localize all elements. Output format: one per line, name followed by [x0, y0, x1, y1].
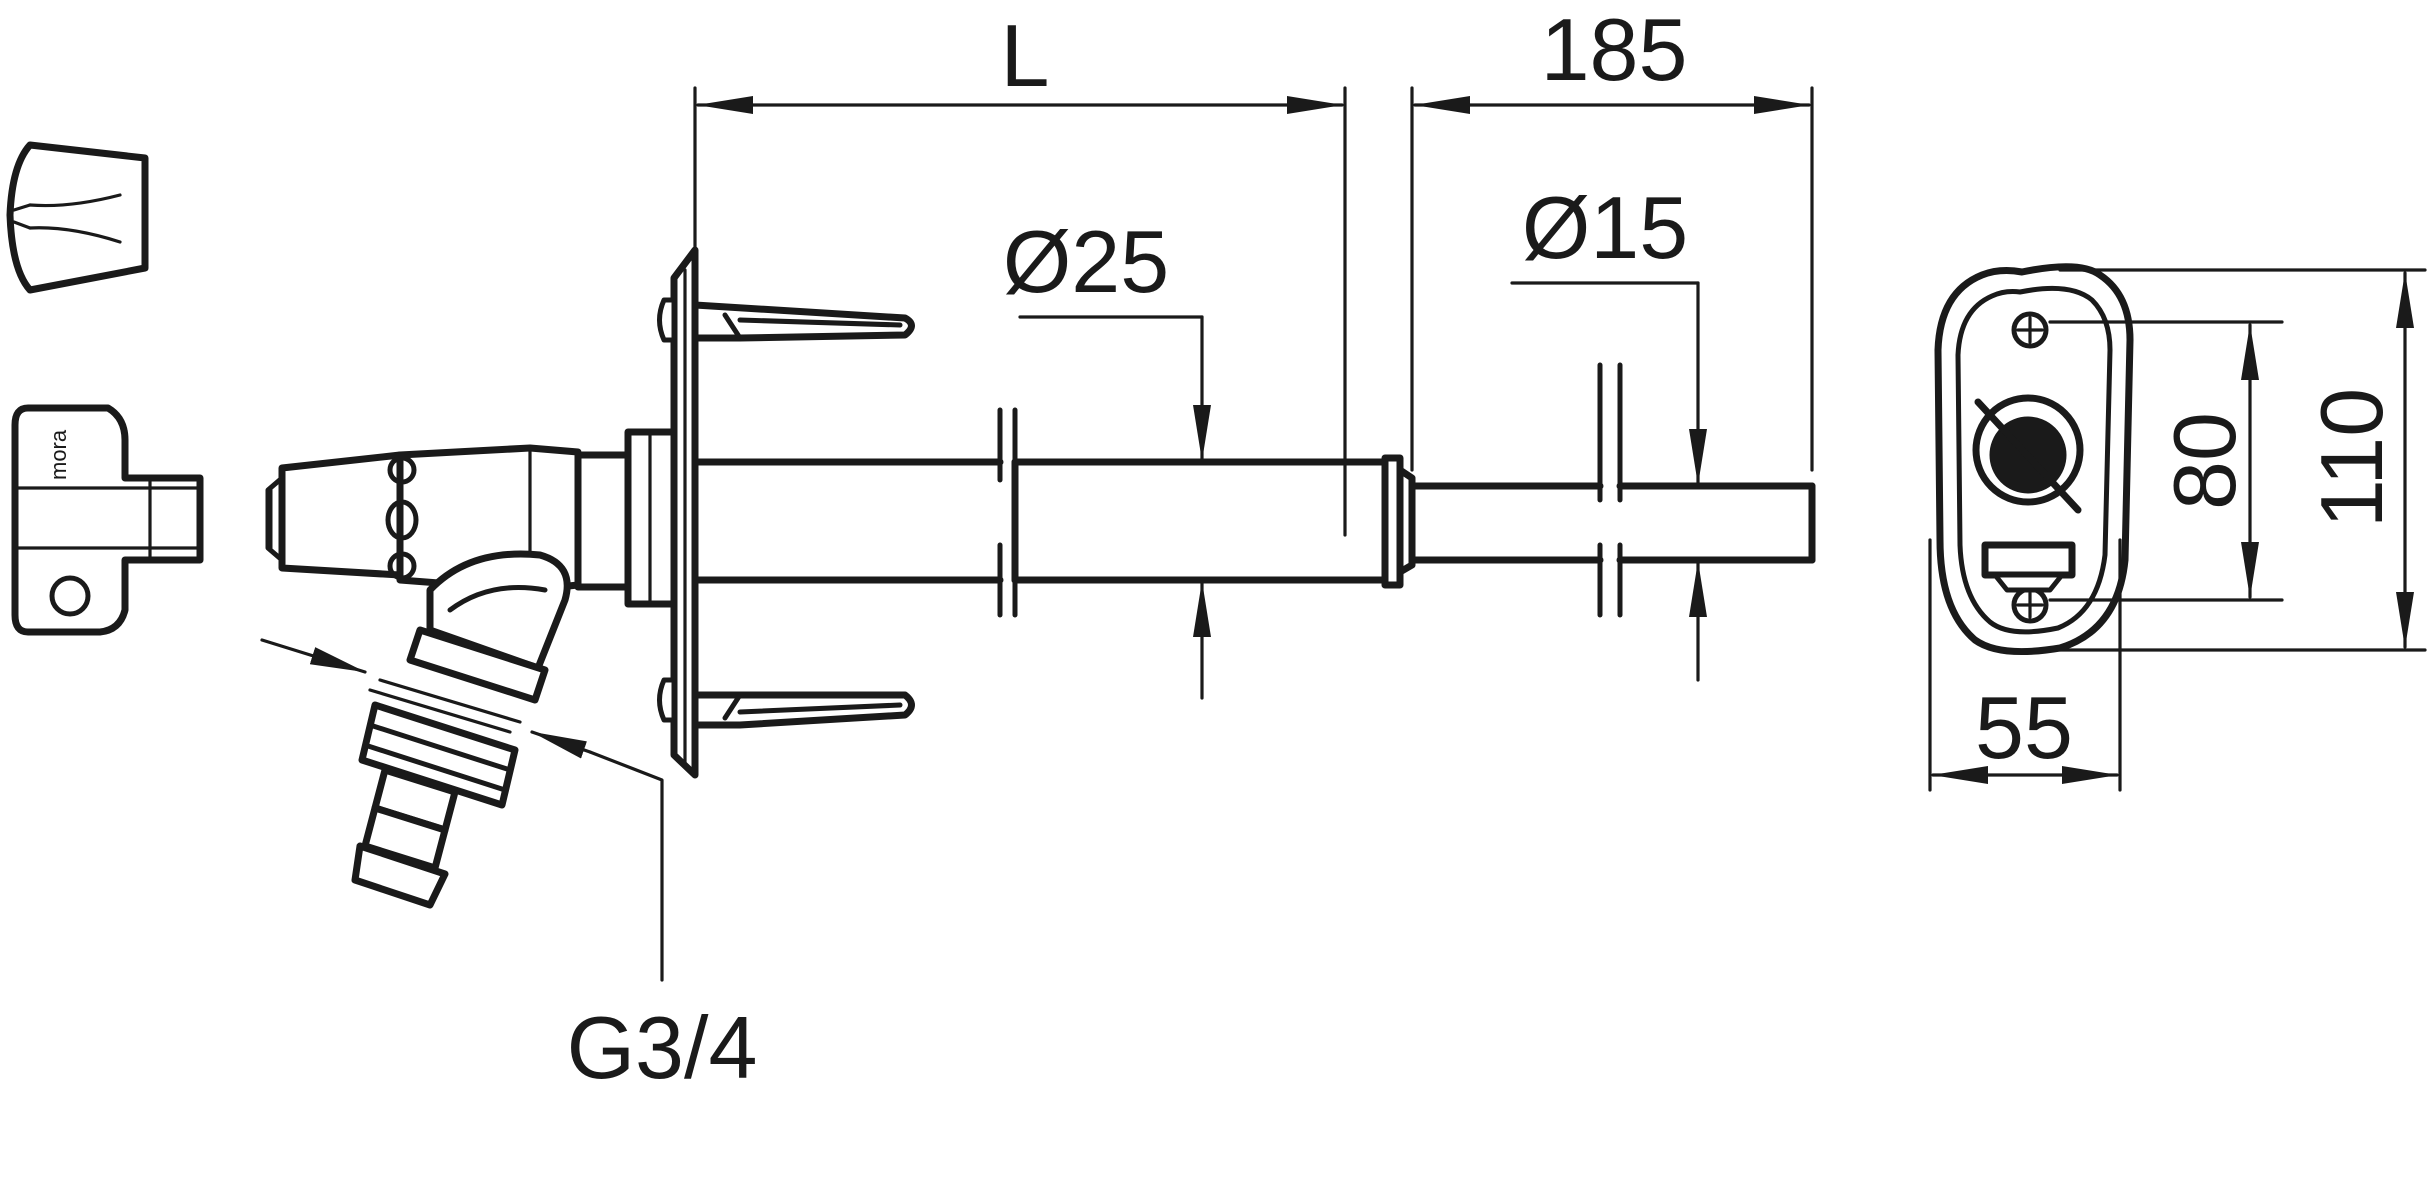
dimension-diameter-outer: Ø25 [1003, 212, 1211, 700]
dimension-plate-height: 110 [2058, 268, 2427, 652]
dimension-extension-label: 185 [1541, 0, 1688, 99]
key-logo-text: mora [46, 429, 71, 480]
dimension-length-extension: 185 [1410, 0, 1814, 472]
dimension-hole-spacing-label: 80 [2155, 412, 2254, 510]
hose-connector [351, 550, 571, 909]
dimension-diameter-outer-label: Ø25 [1003, 212, 1169, 311]
dimension-plate-width-label: 55 [1975, 678, 2073, 777]
dimension-plate-width: 55 [1928, 538, 2122, 792]
dimension-hole-spacing: 80 [2048, 320, 2284, 602]
dimension-diameter-inner: Ø15 [1510, 178, 1707, 682]
dimension-length: L [693, 6, 1347, 537]
key-handle-side-view [6, 141, 149, 294]
valve-assembly [265, 246, 1816, 779]
dimension-thread: G3/4 [260, 638, 758, 1097]
dimension-thread-label: G3/4 [567, 998, 758, 1097]
dimension-plate-height-label: 110 [2302, 388, 2401, 528]
dimension-length-label: L [1001, 6, 1050, 105]
key-handle-front-view: mora [11, 404, 204, 636]
wall-plate-front-view [1934, 263, 2134, 656]
dimension-diameter-inner-label: Ø15 [1522, 178, 1688, 277]
